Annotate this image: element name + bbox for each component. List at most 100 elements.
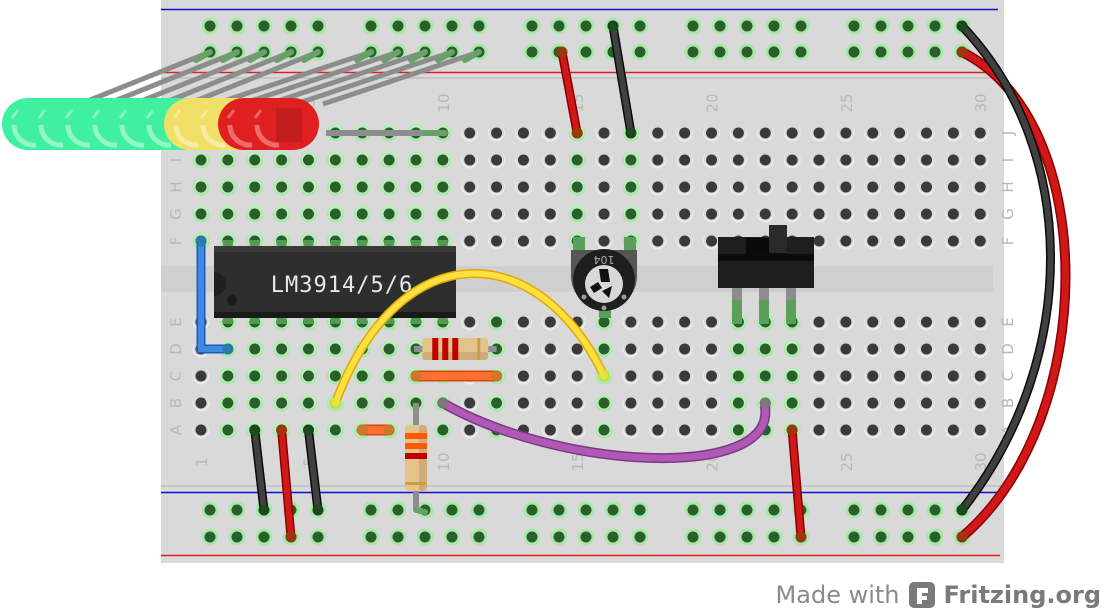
hole[interactable] xyxy=(917,421,935,439)
hole[interactable] xyxy=(326,205,344,223)
hole[interactable] xyxy=(703,151,721,169)
hole[interactable] xyxy=(299,367,317,385)
hole[interactable] xyxy=(299,394,317,412)
hole[interactable] xyxy=(891,394,909,412)
hole[interactable] xyxy=(676,367,694,385)
hole[interactable] xyxy=(488,151,506,169)
hole[interactable] xyxy=(864,313,882,331)
hole[interactable] xyxy=(514,178,532,196)
hole[interactable] xyxy=(380,205,398,223)
hole[interactable] xyxy=(944,313,962,331)
hole[interactable] xyxy=(514,124,532,142)
hole[interactable] xyxy=(864,394,882,412)
hole[interactable] xyxy=(729,178,747,196)
hole[interactable] xyxy=(595,421,613,439)
hole[interactable] xyxy=(380,367,398,385)
hole[interactable] xyxy=(514,205,532,223)
hole[interactable] xyxy=(971,232,989,250)
hole[interactable] xyxy=(783,340,801,358)
hole[interactable] xyxy=(971,178,989,196)
hole[interactable] xyxy=(595,124,613,142)
hole[interactable] xyxy=(514,151,532,169)
hole[interactable] xyxy=(864,340,882,358)
wire-end[interactable] xyxy=(312,504,324,516)
hole[interactable] xyxy=(514,394,532,412)
hole[interactable] xyxy=(219,205,237,223)
hole[interactable] xyxy=(676,205,694,223)
hole[interactable] xyxy=(461,151,479,169)
hole[interactable] xyxy=(649,367,667,385)
rail-hole[interactable] xyxy=(684,501,702,519)
hole[interactable] xyxy=(649,394,667,412)
rail-hole[interactable] xyxy=(792,43,810,61)
hole[interactable] xyxy=(944,394,962,412)
hole[interactable] xyxy=(729,340,747,358)
hole[interactable] xyxy=(246,394,264,412)
hole[interactable] xyxy=(944,340,962,358)
hole[interactable] xyxy=(837,340,855,358)
rail-hole[interactable] xyxy=(470,501,488,519)
hole[interactable] xyxy=(729,151,747,169)
rail-hole[interactable] xyxy=(523,501,541,519)
hole[interactable] xyxy=(622,367,640,385)
hole[interactable] xyxy=(756,178,774,196)
hole[interactable] xyxy=(783,205,801,223)
rail-hole[interactable] xyxy=(926,528,944,546)
hole[interactable] xyxy=(273,205,291,223)
rail-hole[interactable] xyxy=(255,528,273,546)
hole[interactable] xyxy=(649,421,667,439)
rail-hole[interactable] xyxy=(201,528,219,546)
hole[interactable] xyxy=(595,151,613,169)
hole[interactable] xyxy=(299,205,317,223)
hole[interactable] xyxy=(703,178,721,196)
rail-hole[interactable] xyxy=(282,17,300,35)
hole[interactable] xyxy=(944,124,962,142)
hole[interactable] xyxy=(837,151,855,169)
hole[interactable] xyxy=(783,367,801,385)
wire-end[interactable] xyxy=(329,397,341,409)
hole[interactable] xyxy=(622,178,640,196)
ic-chip[interactable]: LM3914/5/6 xyxy=(214,240,456,324)
hole[interactable] xyxy=(568,394,586,412)
hole[interactable] xyxy=(326,421,344,439)
hole[interactable] xyxy=(891,313,909,331)
rail-hole[interactable] xyxy=(604,528,622,546)
hole[interactable] xyxy=(514,340,532,358)
hole[interactable] xyxy=(864,205,882,223)
rail-hole[interactable] xyxy=(899,43,917,61)
hole[interactable] xyxy=(649,124,667,142)
hole[interactable] xyxy=(595,205,613,223)
hole[interactable] xyxy=(461,313,479,331)
hole[interactable] xyxy=(810,178,828,196)
hole[interactable] xyxy=(192,421,210,439)
wire-end[interactable] xyxy=(607,20,619,32)
rail-hole[interactable] xyxy=(631,43,649,61)
hole[interactable] xyxy=(703,394,721,412)
rail-hole[interactable] xyxy=(201,17,219,35)
hole[interactable] xyxy=(944,151,962,169)
hole[interactable] xyxy=(837,421,855,439)
wire-end[interactable] xyxy=(956,20,968,32)
hole[interactable] xyxy=(568,367,586,385)
rail-hole[interactable] xyxy=(899,17,917,35)
hole[interactable] xyxy=(810,151,828,169)
wire-end[interactable] xyxy=(383,424,395,436)
rail-hole[interactable] xyxy=(577,501,595,519)
rail-hole[interactable] xyxy=(309,17,327,35)
led-yellow[interactable] xyxy=(268,49,428,107)
hole[interactable] xyxy=(461,421,479,439)
hole[interactable] xyxy=(622,205,640,223)
hole[interactable] xyxy=(837,313,855,331)
hole[interactable] xyxy=(541,124,559,142)
hole[interactable] xyxy=(595,232,613,250)
hole[interactable] xyxy=(434,205,452,223)
rail-hole[interactable] xyxy=(765,43,783,61)
rail-hole[interactable] xyxy=(845,528,863,546)
hole[interactable] xyxy=(944,232,962,250)
wire-end[interactable] xyxy=(302,424,314,436)
rail-hole[interactable] xyxy=(684,17,702,35)
led-green[interactable] xyxy=(106,49,240,107)
hole[interactable] xyxy=(273,394,291,412)
hole[interactable] xyxy=(488,232,506,250)
hole[interactable] xyxy=(729,205,747,223)
